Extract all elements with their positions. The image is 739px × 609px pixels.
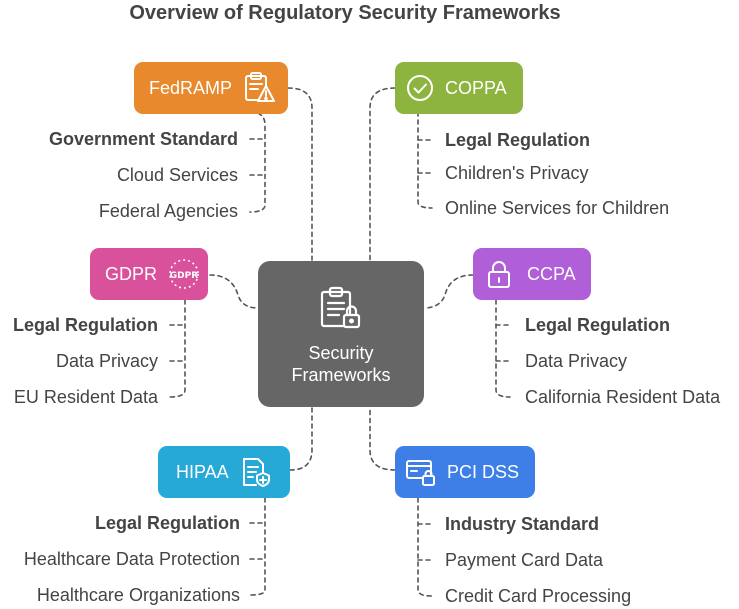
connector-pcidss-items [417, 497, 433, 597]
gdpr-label: GDPR [105, 263, 158, 284]
connector-coppa [369, 87, 396, 261]
fedramp-node: FedRAMP [134, 62, 288, 114]
card-lock-icon [405, 456, 437, 488]
pcidss-item-1: Industry Standard [445, 514, 600, 534]
svg-text:GDPR: GDPR [170, 271, 198, 281]
hipaa-label: HIPAA [176, 461, 229, 482]
gdpr-item-3: EU Resident Data [13, 387, 158, 407]
connector-hipaa [289, 406, 313, 471]
connector-ccpa-items [495, 299, 511, 398]
connector-gdpr-items [169, 299, 186, 398]
center-node: Security Frameworks [258, 261, 424, 407]
hipaa-item-3: Healthcare Organizations [36, 585, 240, 605]
clipboard-warning-icon [242, 71, 276, 105]
diagram-title: Overview of Regulatory Security Framewor… [129, 2, 561, 24]
coppa-item-2: Children's Privacy [445, 163, 589, 183]
gdpr-node: GDPR GDPR [90, 248, 208, 300]
ccpa-node: CCPA [473, 248, 591, 300]
connector-pcidss [369, 406, 396, 471]
ccpa-item-1: Legal Regulation [525, 315, 671, 335]
coppa-item-3: Online Services for Children [445, 198, 670, 218]
fedramp-item-3: Federal Agencies [98, 201, 238, 221]
gdpr-icon: GDPR [167, 257, 201, 291]
medical-document-icon [239, 456, 271, 488]
check-circle-icon [405, 73, 435, 103]
hipaa-item-1: Legal Regulation [94, 513, 240, 533]
pcidss-item-2: Payment Card Data [445, 550, 604, 570]
pcidss-item-3: Credit Card Processing [445, 586, 632, 606]
coppa-node: COPPA [395, 62, 523, 114]
padlock-icon [485, 259, 513, 289]
pcidss-label: PCI DSS [447, 461, 520, 482]
connector-coppa-items [417, 111, 433, 209]
ccpa-item-2: Data Privacy [525, 351, 628, 371]
gdpr-item-2: Data Privacy [55, 351, 158, 371]
connector-fedramp [287, 87, 313, 261]
center-label-line1: Security [308, 343, 374, 363]
gdpr-item-1: Legal Regulation [12, 315, 158, 335]
coppa-label: COPPA [445, 77, 507, 98]
connector-gdpr [209, 274, 259, 309]
hipaa-item-2: Healthcare Data Protection [23, 549, 240, 569]
hipaa-node: HIPAA [158, 446, 290, 498]
center-label-line2: Frameworks [291, 365, 391, 385]
clipboard-lock-icon [317, 285, 365, 336]
connector-fedramp-items [249, 111, 266, 213]
connector-ccpa [423, 274, 474, 309]
coppa-item-1: Legal Regulation [445, 130, 591, 150]
fedramp-label: FedRAMP [149, 77, 233, 98]
fedramp-item-1: Government Standard [48, 129, 238, 149]
pcidss-node: PCI DSS [395, 446, 535, 498]
connector-hipaa-items [249, 497, 266, 596]
fedramp-item-2: Cloud Services [116, 165, 238, 185]
ccpa-label: CCPA [527, 263, 576, 284]
ccpa-item-3: California Resident Data [525, 387, 721, 407]
